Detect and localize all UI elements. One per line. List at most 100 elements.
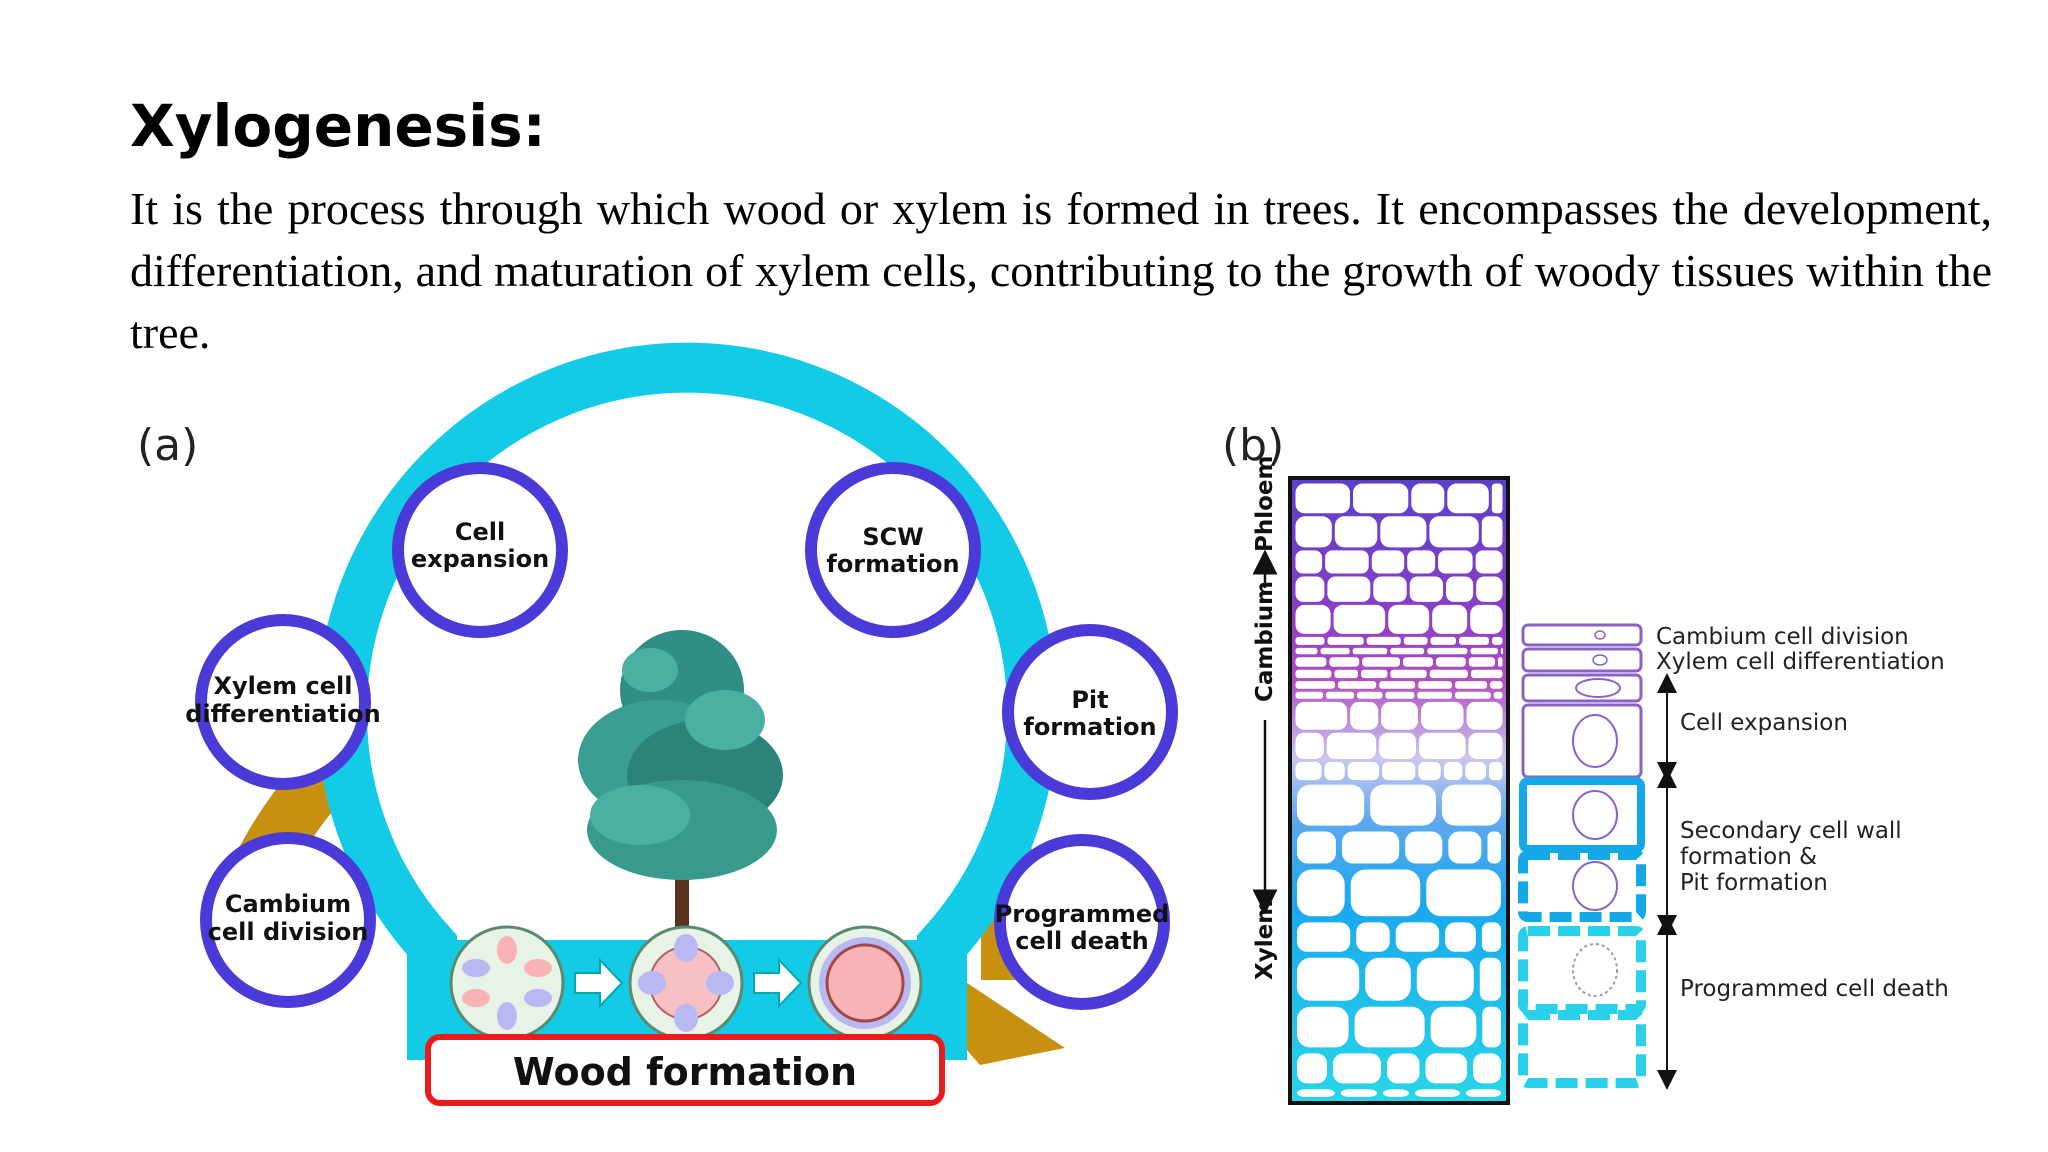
tissue-cell [1470, 604, 1503, 634]
tissue-cell [1475, 550, 1503, 574]
tissue-cell [1333, 1053, 1381, 1084]
svg-text:Programmed: Programmed [995, 900, 1170, 928]
tissue-cell [1388, 604, 1430, 634]
tissue-cell [1430, 636, 1456, 645]
tissue-cell [1365, 957, 1411, 1001]
svg-text:Cambium: Cambium [225, 890, 351, 918]
tissue-cell [1481, 922, 1501, 952]
tissue-cell [1297, 1053, 1327, 1084]
axis-label-cambium: Cambium [1252, 581, 1278, 702]
tissue-cell [1320, 647, 1350, 655]
process-arc-arrowhead [955, 975, 1065, 1065]
label-scw-line2: formation & [1680, 844, 1817, 870]
svg-text:cell death: cell death [1015, 927, 1149, 955]
tissue-cell [1362, 657, 1400, 667]
tissue-cell [1370, 784, 1436, 826]
wood-formation-label: Wood formation [513, 1050, 857, 1094]
stage-programmed-cell-death: Programmed cell death [994, 834, 1170, 1010]
tissue-cell [1455, 691, 1491, 699]
stage-arrow-2 [753, 957, 803, 1009]
tissue-cell [1338, 681, 1377, 689]
tissue-cell [1481, 516, 1503, 548]
tissue-cell [1297, 922, 1351, 952]
tissue-section [1288, 476, 1510, 1105]
tissue-cell [1381, 701, 1418, 730]
tissue-cell [1385, 691, 1415, 699]
tissue-cell [1390, 647, 1425, 655]
tissue-cell [1427, 647, 1468, 655]
tissue-cell [1415, 1089, 1460, 1097]
panel-b-label: (b) [1222, 420, 1284, 471]
tissue-cell [1447, 483, 1489, 514]
tissue-cell [1421, 701, 1464, 730]
tissue-cell [1297, 784, 1365, 826]
tissue-cell [1470, 669, 1503, 679]
tissue-cell [1295, 550, 1323, 574]
tissue-cell [1482, 1006, 1501, 1048]
tissue-cell [1295, 516, 1332, 548]
axis-label-xylem: Xylem [1252, 900, 1278, 980]
tissue-cell [1436, 657, 1466, 667]
wood-formation-box [425, 1034, 945, 1106]
tissue-cell [1295, 647, 1318, 655]
tissue-cell [1403, 657, 1433, 667]
tissue-cell [1297, 957, 1360, 1001]
cell-stage-3 [807, 925, 923, 1041]
tissue-cell [1366, 636, 1401, 645]
tissue-cell [1455, 681, 1488, 689]
tissue-cell [1465, 762, 1486, 781]
tissue-cell [1491, 483, 1503, 514]
tissue-cell [1405, 831, 1443, 864]
tissue-cell [1407, 550, 1436, 574]
page-title: Xylogenesis: [130, 92, 546, 160]
tissue-cell [1371, 550, 1405, 574]
tissue-cell [1327, 636, 1364, 645]
tissue-cell [1329, 657, 1360, 667]
tissue-cell [1361, 669, 1388, 679]
tissue-cell [1297, 1006, 1349, 1048]
tissue-cell [1342, 831, 1400, 864]
axis-label-phloem: Phloem [1252, 456, 1278, 552]
tissue-cell [1295, 691, 1323, 699]
stage-cambium-cell-division: Cambium cell division [200, 832, 376, 1008]
tissue-cell [1441, 784, 1501, 826]
tissue-cell [1295, 576, 1325, 602]
tissue-cell [1350, 869, 1421, 917]
tissue-cell [1297, 1089, 1335, 1097]
svg-text:formation: formation [1023, 713, 1156, 741]
tissue-cell [1354, 1006, 1425, 1048]
tissue-cell [1429, 516, 1479, 548]
cell-stage-1 [449, 925, 565, 1041]
tissue-cell [1438, 550, 1473, 574]
cell-column [1518, 623, 1646, 1088]
tissue-cell [1468, 657, 1496, 667]
page-description: It is the process through which wood or … [130, 183, 1992, 358]
svg-text:Pit: Pit [1071, 686, 1108, 714]
tissue-cell [1473, 1053, 1501, 1084]
tissue-cell [1429, 669, 1468, 679]
tissue-cell [1459, 636, 1489, 645]
tissue-cell [1379, 732, 1416, 759]
tissue-cell [1333, 604, 1386, 634]
stage-pit-formation: Pit formation [1002, 624, 1178, 800]
tissue-cell [1295, 732, 1324, 759]
tissue-cell [1430, 1006, 1477, 1048]
tissue-cell [1295, 657, 1327, 667]
tissue-cell [1417, 691, 1452, 699]
tissue-cell [1326, 732, 1377, 759]
tissue-cell [1418, 681, 1452, 689]
tissue-cell [1426, 869, 1501, 917]
tissue-cell [1446, 576, 1474, 602]
tissue-cell [1432, 604, 1468, 634]
tissue-cell [1493, 691, 1503, 699]
tissue-cell [1357, 691, 1383, 699]
tissue-cell [1465, 1089, 1501, 1097]
tissue-cell [1487, 831, 1501, 864]
tissue-cell [1295, 701, 1348, 730]
tissue-cell [1340, 1089, 1377, 1097]
tissue-cell [1334, 516, 1378, 548]
stage-cell-expansion: Cell expansion [392, 462, 568, 638]
svg-text:cell division: cell division [208, 918, 369, 946]
tissue-cell [1416, 957, 1474, 1001]
